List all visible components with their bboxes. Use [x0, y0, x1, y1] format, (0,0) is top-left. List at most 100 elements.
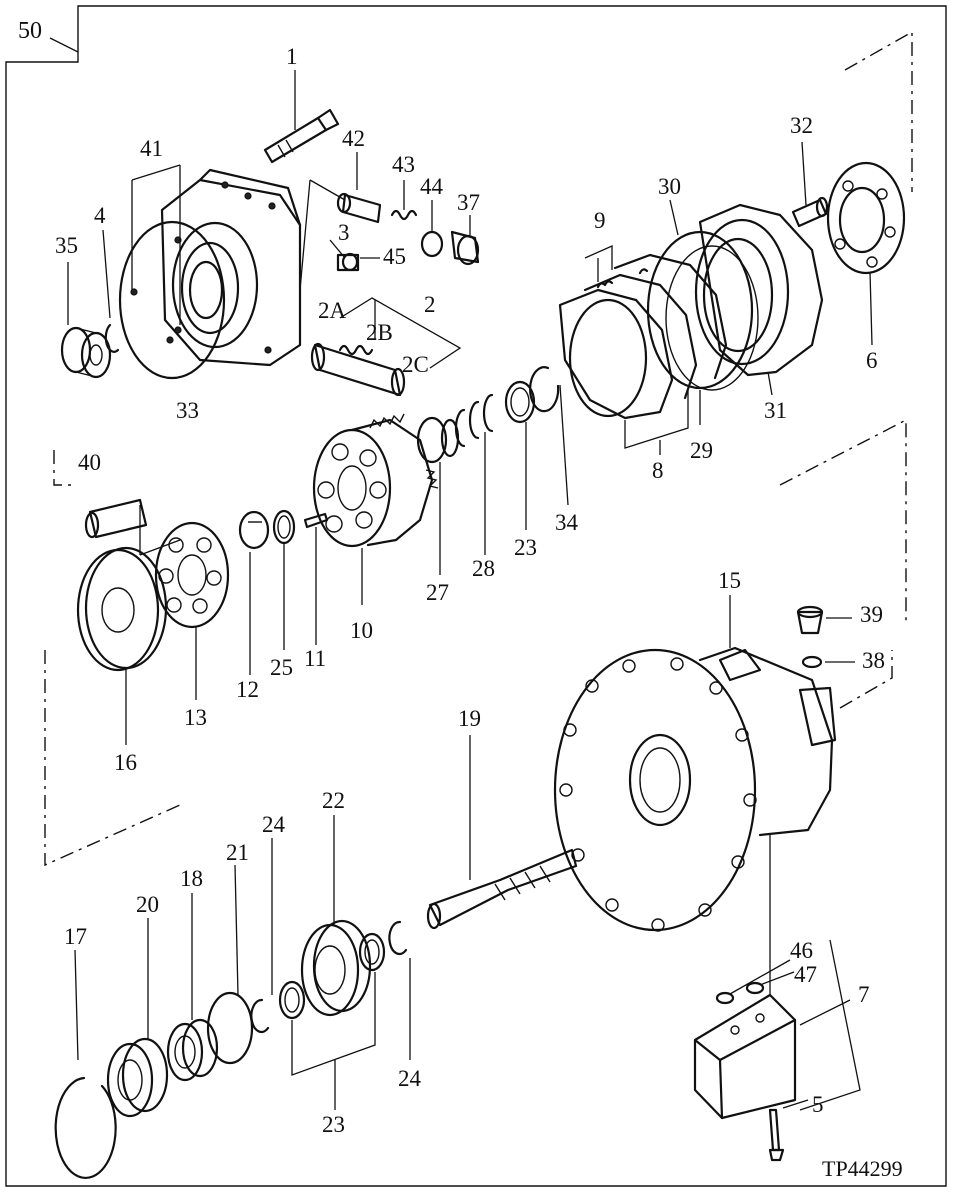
part-spherical-bushing-12	[238, 510, 270, 675]
part-plug-37	[450, 215, 480, 266]
part-piston-40	[53, 450, 181, 556]
part-dowel-pins-41	[130, 164, 181, 344]
part-snap-ring-24-lower-left	[250, 838, 273, 1033]
callout-12: 12	[236, 677, 259, 702]
part-seal-20	[106, 918, 169, 1118]
callout-39: 39	[860, 602, 883, 627]
callout-19: 19	[458, 706, 481, 731]
callout-15: 15	[718, 568, 741, 593]
part-end-cover-6	[826, 161, 906, 346]
callout-25: 25	[270, 655, 293, 680]
part-ring-23-upper	[504, 380, 536, 530]
callout-34: 34	[555, 510, 579, 535]
assembly-line-housing	[839, 650, 893, 709]
part-snap-ring-24-lower-right	[388, 920, 411, 1060]
callout-33: 33	[176, 398, 199, 423]
callout-5: 5	[812, 1092, 824, 1117]
callout-11: 11	[304, 646, 326, 671]
callout-20: 20	[136, 892, 159, 917]
callout-24-lower: 24	[398, 1066, 422, 1091]
part-o-ring-38	[801, 655, 855, 669]
part-bearing-22	[300, 815, 372, 1017]
callout-16: 16	[114, 750, 137, 775]
callout-7: 7	[858, 982, 870, 1007]
part-pin-11	[303, 512, 329, 645]
callout-35: 35	[55, 233, 78, 258]
part-shim-21	[206, 864, 254, 1065]
callout-22: 22	[322, 788, 345, 813]
callout-44: 44	[420, 174, 444, 199]
bracket-23-lower	[291, 972, 376, 1110]
callout-43: 43	[392, 152, 415, 177]
part-ring-23-lower-left	[278, 980, 306, 1020]
callout-2B: 2B	[366, 320, 393, 345]
group-callout: 50	[18, 18, 42, 44]
callout-38: 38	[862, 648, 885, 673]
callout-47: 47	[794, 962, 817, 987]
part-plug-42	[336, 152, 382, 224]
callout-10: 10	[350, 618, 373, 643]
part-spring-43	[390, 180, 418, 221]
callout-45: 45	[383, 244, 406, 269]
callout-41: 41	[140, 136, 163, 161]
callout-30: 30	[658, 174, 681, 199]
callout-2A: 2A	[318, 298, 347, 323]
callout-37: 37	[457, 190, 480, 215]
part-ring-23-lower-right	[358, 932, 386, 972]
part-brake-piston-31	[694, 203, 824, 396]
callout-18: 18	[180, 866, 203, 891]
callout-3: 3	[338, 220, 350, 245]
part-brake-plates	[558, 244, 728, 455]
callout-31: 31	[764, 398, 787, 423]
part-valve-block-7	[693, 835, 851, 1120]
callout-23-upper: 23	[514, 535, 537, 560]
part-motor-housing-15	[553, 595, 837, 932]
part-ring-27	[416, 416, 448, 575]
part-cylinder-block-10	[312, 413, 439, 605]
callouts: 1 41 42 43 44 37 4 35 3 45 2A 2 2B 2C 33…	[55, 44, 885, 1137]
callout-1: 1	[286, 44, 298, 69]
assembly-line-left	[44, 650, 181, 867]
callout-17: 17	[64, 924, 87, 949]
part-swash-plate-16	[76, 546, 168, 745]
part-valve-cover	[160, 168, 302, 367]
callout-6: 6	[866, 348, 878, 373]
part-retainer-plate-13	[154, 521, 230, 700]
part-o-rings-46-47	[715, 939, 861, 1111]
part-bearing-35	[60, 262, 112, 379]
part-snap-ring-17	[54, 949, 117, 1180]
diagram-frame	[5, 5, 947, 1187]
part-shaft-19	[426, 735, 578, 930]
callout-21: 21	[226, 840, 249, 865]
callout-29: 29	[690, 438, 713, 463]
part-ring-25	[272, 509, 296, 650]
callout-13: 13	[184, 705, 207, 730]
assembly-line-middle	[779, 418, 907, 625]
part-spring-28	[440, 393, 494, 555]
part-plug-32	[791, 141, 829, 228]
figure-code: TP44299	[822, 1156, 903, 1181]
callout-28: 28	[472, 556, 495, 581]
callout-2C: 2C	[402, 352, 429, 377]
assembly-line-upper-right	[844, 30, 913, 192]
part-o-ring-44	[420, 200, 444, 258]
part-spool-2	[310, 297, 462, 397]
callout-24-upper: 24	[262, 812, 286, 837]
callout-27: 27	[426, 580, 449, 605]
callout-23-lower: 23	[322, 1112, 345, 1137]
part-o-ring-33	[118, 220, 226, 380]
part-bearing-18	[166, 893, 219, 1082]
callout-32: 32	[790, 113, 813, 138]
callout-42: 42	[342, 126, 365, 151]
callout-2: 2	[424, 292, 436, 317]
callout-40: 40	[78, 450, 101, 475]
callout-bracket-42	[299, 179, 346, 291]
callout-4: 4	[94, 203, 106, 228]
part-snap-ring-4	[102, 229, 120, 353]
part-bolt-5	[768, 1099, 809, 1162]
part-plug-45	[336, 252, 380, 272]
part-bolt-1	[263, 70, 340, 164]
callout-46: 46	[790, 938, 813, 963]
callout-8: 8	[652, 458, 664, 483]
